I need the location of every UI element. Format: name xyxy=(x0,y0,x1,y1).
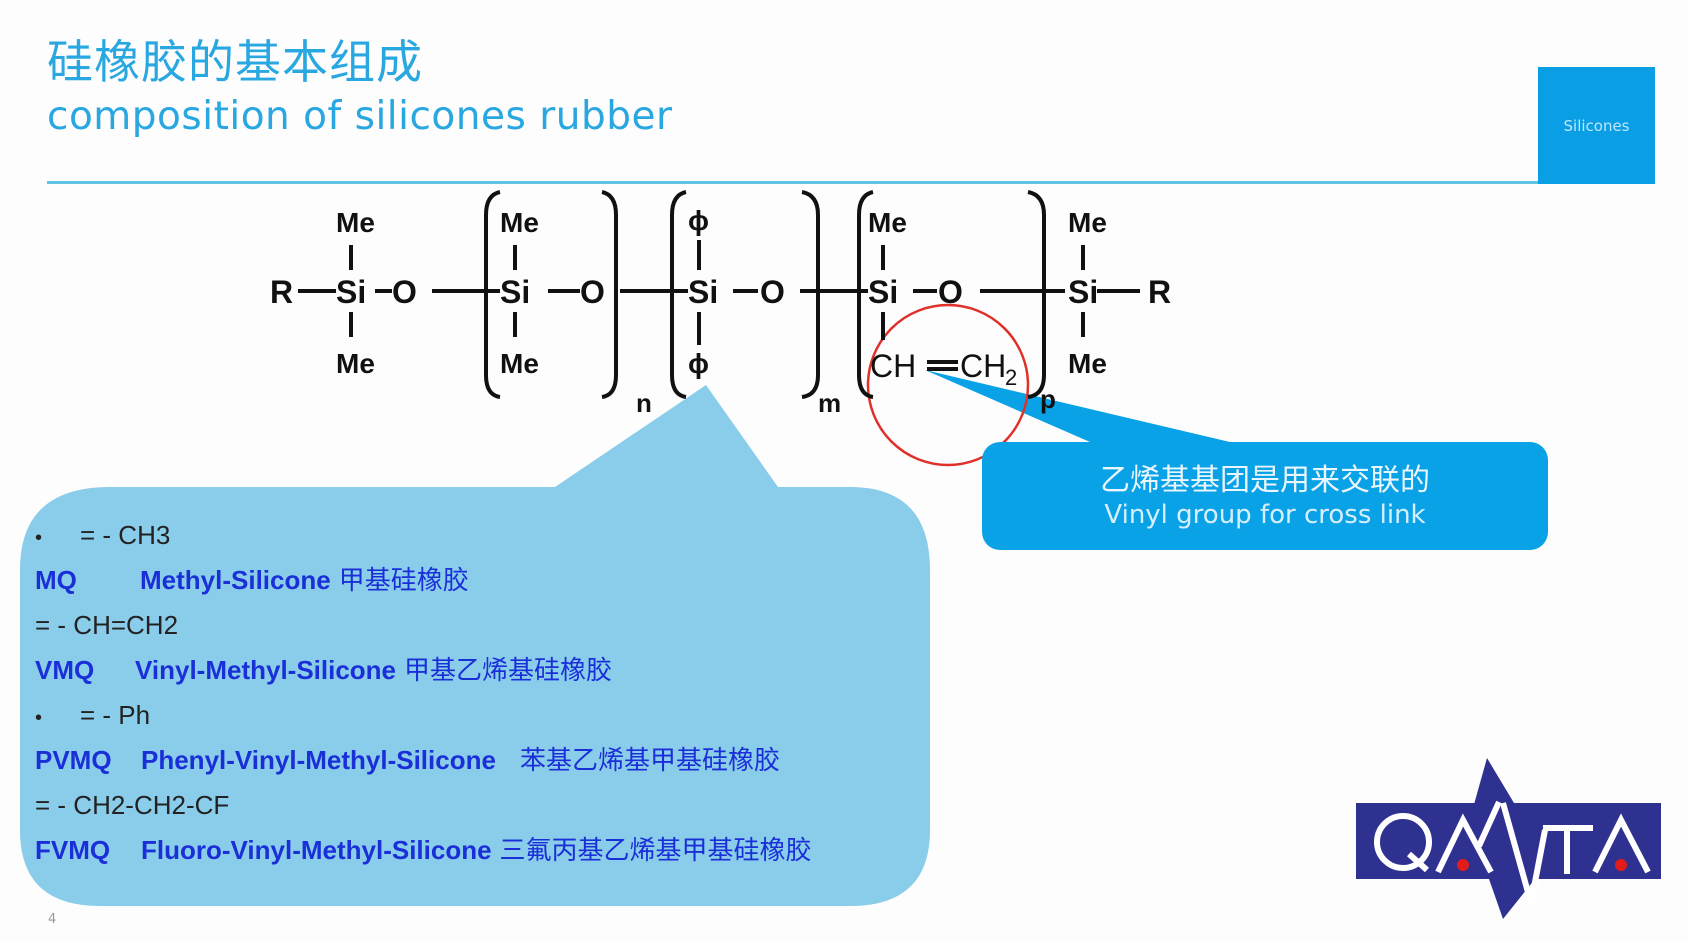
left-callout-bubble xyxy=(20,385,930,906)
subscript-m: m xyxy=(818,388,841,418)
o-atom-3: O xyxy=(760,274,785,310)
title-divider xyxy=(47,181,1542,184)
right-callout-english: Vinyl group for cross link xyxy=(1104,500,1426,530)
bullet-icon: • xyxy=(35,527,43,549)
grade-name: Fluoro-Vinyl-Methyl-Silicone xyxy=(141,835,492,865)
bracket-m-right xyxy=(801,190,820,399)
right-callout-chinese: 乙烯基基团是用来交联的 xyxy=(1100,463,1430,498)
vinyl-ch: CH xyxy=(870,348,916,384)
grade-chinese-name: 苯基乙烯基甲基硅橡胶 xyxy=(519,746,780,776)
callout-line-bullet: • = - Ph xyxy=(35,700,150,733)
subscript-n: n xyxy=(636,388,652,418)
page-title-english: composition of silicones rubber xyxy=(47,94,673,139)
grade-name: Methyl-Silicone xyxy=(140,565,331,595)
si-atom-2: Si xyxy=(500,274,530,310)
unit-3-top: ϕ xyxy=(688,205,709,236)
unit-5-top: Me xyxy=(1068,207,1107,238)
bracket-n-right xyxy=(601,190,618,399)
end-group-left: R xyxy=(270,274,293,310)
section-tag-label: Silicones xyxy=(1563,116,1630,135)
logo-letters xyxy=(1374,800,1651,904)
substituent-text: = - CH2-CH2-CF xyxy=(35,790,230,820)
grade-code: FVMQ xyxy=(35,835,111,865)
atom-labels: R Si O Si O Si O Si O Si R xyxy=(270,274,1171,310)
grade-code: PVMQ xyxy=(35,745,112,775)
si-atom-5: Si xyxy=(1068,274,1098,310)
unit-2-bottom: Me xyxy=(500,348,539,379)
callout-line-grade: PVMQ Phenyl-Vinyl-Methyl-Silicone 苯基乙烯基甲基硅… xyxy=(35,745,780,776)
unit-5-bottom: Me xyxy=(1068,348,1107,379)
grade-name: Vinyl-Methyl-Silicone xyxy=(135,655,397,685)
vinyl-highlight-circle xyxy=(866,303,1030,467)
unit-2-top: Me xyxy=(500,207,539,238)
unit-3-bottom: ϕ xyxy=(688,348,709,379)
grade-code: MQ xyxy=(35,565,77,595)
grade-chinese-name: 三氟丙基乙烯基甲基硅橡胶 xyxy=(499,836,812,866)
right-callout-pointer xyxy=(925,370,1230,442)
bullet-icon: • xyxy=(35,707,43,729)
grade-chinese-name: 甲基硅橡胶 xyxy=(338,566,469,596)
si-atom-3: Si xyxy=(688,274,718,310)
right-callout-box xyxy=(982,442,1548,550)
subscript-p: p xyxy=(1040,384,1056,414)
section-tag: Silicones xyxy=(1538,67,1655,184)
logo-dot-2 xyxy=(1615,859,1627,871)
page-title-chinese: 硅橡胶的基本组成 xyxy=(47,35,423,89)
unit-1-bottom: Me xyxy=(336,348,375,379)
o-atom-2: O xyxy=(580,274,605,310)
bracket-n-left xyxy=(484,190,501,399)
unit-1-top: Me xyxy=(336,207,375,238)
substituent-text: = - CH=CH2 xyxy=(35,610,179,640)
substituent-text: = - CH3 xyxy=(80,520,171,550)
callout-line-plain: = - CH2-CH2-CF xyxy=(35,790,229,820)
substituent-labels: Me Me Me Me ϕ ϕ Me Me Me xyxy=(336,205,1107,379)
grade-name: Phenyl-Vinyl-Methyl-Silicone xyxy=(141,745,496,775)
logo-dot-1 xyxy=(1457,859,1469,871)
bracket-m-left xyxy=(670,190,687,399)
repeat-subscripts: n m p xyxy=(636,384,1056,418)
grade-code: VMQ xyxy=(35,655,95,685)
vinyl-ch2: CH xyxy=(960,348,1006,384)
callout-line-bullet: • = - CH3 xyxy=(35,520,170,553)
end-group-right: R xyxy=(1148,274,1171,310)
grade-chinese-name: 甲基乙烯基硅橡胶 xyxy=(404,656,613,686)
vinyl-group: CH CH 2 xyxy=(870,348,1017,390)
substituent-text: = - Ph xyxy=(80,700,151,730)
unit-4-top: Me xyxy=(868,207,907,238)
qanta-logo xyxy=(1356,758,1661,919)
callout-line-plain: = - CH=CH2 xyxy=(35,610,178,640)
vinyl-ch2-subscript: 2 xyxy=(1005,365,1017,390)
o-atom-4: O xyxy=(938,274,963,310)
si-atom-4: Si xyxy=(868,274,898,310)
bracket-p-left xyxy=(857,190,874,399)
page-number: 4 xyxy=(48,912,57,927)
bonds xyxy=(298,190,1140,399)
si-atom-1: Si xyxy=(336,274,366,310)
bracket-p-right xyxy=(1027,190,1046,399)
o-atom-1: O xyxy=(392,274,417,310)
